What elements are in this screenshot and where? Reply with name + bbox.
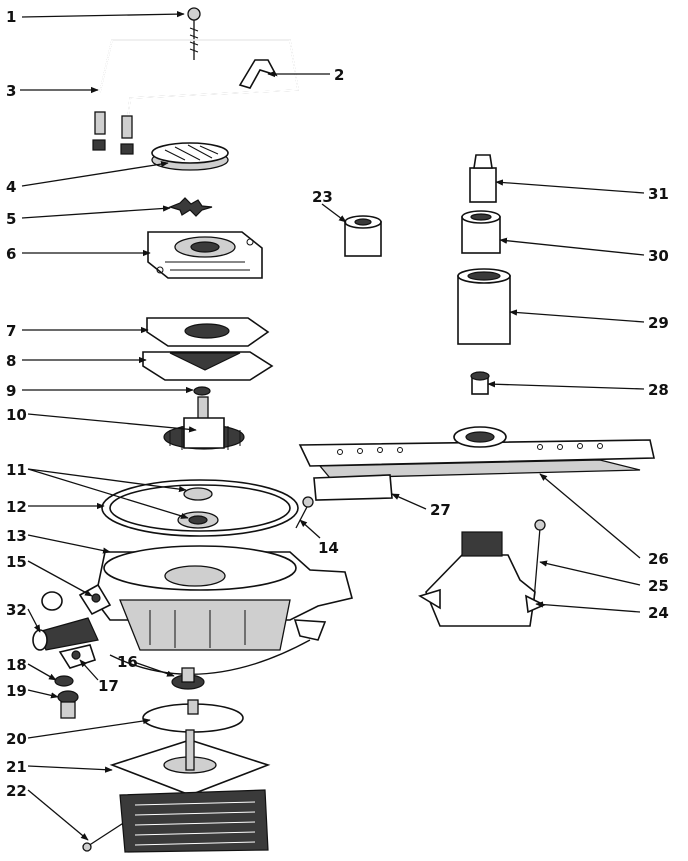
leader-29 bbox=[509, 309, 645, 323]
leader-24 bbox=[535, 601, 641, 613]
leader-21 bbox=[27, 765, 113, 773]
label-12: 12 bbox=[6, 498, 27, 516]
leader-11b bbox=[27, 468, 187, 493]
label-2: 2 bbox=[334, 66, 344, 84]
leader-17 bbox=[79, 659, 99, 681]
part-1-screw bbox=[187, 7, 201, 60]
leader-14 bbox=[299, 519, 321, 539]
label-18: 18 bbox=[6, 656, 27, 674]
leader-10 bbox=[27, 413, 197, 433]
part-3-tube bbox=[92, 39, 299, 155]
label-15: 15 bbox=[6, 553, 27, 571]
label-20: 20 bbox=[6, 730, 27, 748]
leader-5 bbox=[21, 205, 171, 219]
label-32: 32 bbox=[6, 601, 27, 619]
part-30-tube bbox=[461, 210, 501, 254]
label-19: 19 bbox=[6, 682, 27, 700]
label-3: 3 bbox=[6, 82, 16, 100]
label-22: 22 bbox=[6, 782, 27, 800]
label-10: 10 bbox=[6, 406, 27, 424]
leader-22 bbox=[27, 789, 89, 841]
motor bbox=[119, 789, 269, 853]
leader-16 bbox=[133, 661, 175, 677]
part-6-housing bbox=[147, 231, 263, 279]
part-10-impeller bbox=[163, 396, 245, 450]
part-13-sump bbox=[94, 545, 353, 651]
part-28-nut bbox=[470, 371, 490, 395]
leader-28 bbox=[487, 381, 645, 390]
part-18-19-fittings bbox=[54, 675, 79, 719]
label-21: 21 bbox=[6, 758, 27, 776]
label-28: 28 bbox=[648, 381, 669, 399]
leader-27 bbox=[391, 493, 427, 510]
label-4: 4 bbox=[6, 178, 16, 196]
label-30: 30 bbox=[648, 247, 669, 265]
leader-11 bbox=[27, 468, 189, 519]
part-14-bolt bbox=[295, 496, 314, 529]
part-9-washer bbox=[193, 386, 211, 396]
leader-4 bbox=[21, 161, 169, 187]
label-8: 8 bbox=[6, 352, 16, 370]
label-29: 29 bbox=[648, 314, 669, 332]
part-25-bolt bbox=[533, 519, 546, 601]
leader-30 bbox=[499, 237, 645, 256]
callout-labels: 1 2 3 4 5 6 7 8 9 10 11 12 13 14 15 16 1… bbox=[6, 8, 669, 800]
leader-20 bbox=[27, 717, 151, 739]
leader-23 bbox=[321, 203, 347, 223]
leader-25 bbox=[539, 560, 641, 586]
leader-31 bbox=[495, 179, 645, 194]
leader-32 bbox=[27, 608, 41, 633]
label-24: 24 bbox=[648, 604, 669, 622]
part-26-spray-arm bbox=[298, 426, 655, 479]
leader-19 bbox=[27, 689, 59, 699]
part-11-ring-12-gasket bbox=[101, 479, 299, 537]
label-26: 26 bbox=[648, 550, 669, 568]
label-25: 25 bbox=[648, 577, 669, 595]
part-32-hose bbox=[32, 617, 99, 651]
label-11: 11 bbox=[6, 461, 27, 479]
label-13: 13 bbox=[6, 527, 27, 545]
part-22-screw bbox=[82, 819, 129, 852]
label-1: 1 bbox=[6, 8, 16, 26]
label-5: 5 bbox=[6, 210, 16, 228]
leader-lines bbox=[20, 11, 645, 841]
part-21-motor-mount bbox=[109, 729, 271, 796]
leader-13 bbox=[27, 534, 111, 554]
part-17-bracket bbox=[58, 644, 97, 669]
part-23-cylinder bbox=[344, 215, 382, 257]
label-7: 7 bbox=[6, 322, 16, 340]
part-31-nozzle bbox=[469, 154, 497, 203]
leader-1 bbox=[21, 11, 185, 18]
part-16-band bbox=[109, 619, 327, 690]
part-20-disc bbox=[142, 699, 244, 733]
part-29-tube bbox=[457, 268, 511, 345]
part-5-spring bbox=[168, 197, 213, 217]
label-14: 14 bbox=[318, 539, 339, 557]
part-8-gasket bbox=[142, 351, 274, 381]
part-7-plate bbox=[146, 317, 270, 347]
label-17: 17 bbox=[98, 677, 119, 695]
part-4-impeller-cover bbox=[151, 142, 229, 171]
leader-18 bbox=[27, 663, 57, 681]
part-2-clip bbox=[238, 59, 278, 89]
label-27: 27 bbox=[430, 501, 451, 519]
label-6: 6 bbox=[6, 245, 16, 263]
part-15-elbow bbox=[41, 583, 112, 616]
leader-15 bbox=[27, 560, 93, 597]
part-24-manifold bbox=[418, 531, 546, 627]
label-9: 9 bbox=[6, 382, 16, 400]
label-23: 23 bbox=[312, 188, 333, 206]
label-16: 16 bbox=[117, 653, 138, 671]
part-27-arm-piece bbox=[313, 474, 393, 501]
label-31: 31 bbox=[648, 185, 669, 203]
leader-26 bbox=[539, 473, 641, 559]
